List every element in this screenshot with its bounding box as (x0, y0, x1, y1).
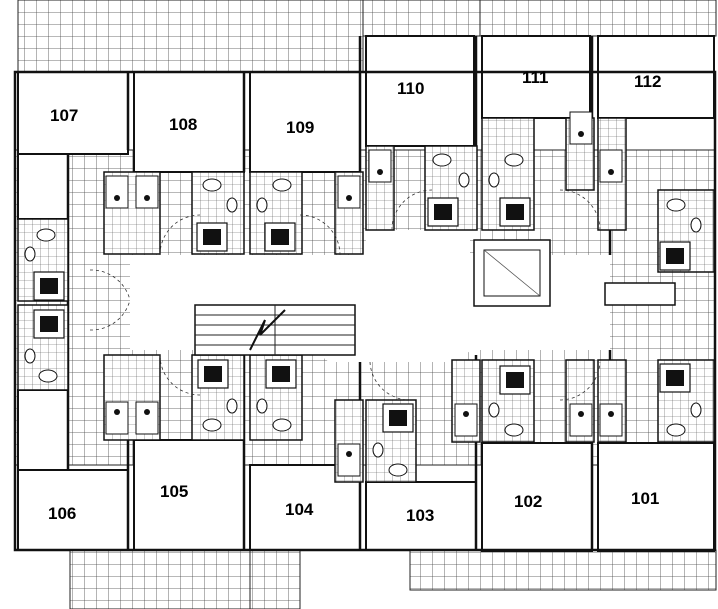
unit-label-102: 102 (514, 492, 542, 511)
room-106-upper (17, 389, 69, 471)
room-101 (597, 442, 715, 552)
terrace-top (17, 0, 717, 73)
sanitary-fixtures (24, 153, 702, 477)
unit-label-104: 104 (285, 500, 314, 519)
room-105 (133, 439, 245, 551)
unit-label-111: 111 (522, 68, 549, 87)
unit-labels: 107 108 109 110 111 112 106 105 104 103 … (48, 68, 661, 525)
units-top (17, 35, 715, 220)
terrace-bottom (69, 549, 717, 609)
room-107-lower (17, 153, 69, 220)
unit-label-109: 109 (286, 118, 314, 137)
room-112 (597, 35, 715, 119)
staircase (194, 304, 356, 356)
unit-label-106: 106 (48, 504, 76, 523)
room-106 (17, 469, 129, 551)
unit-label-107: 107 (50, 106, 78, 125)
door-swings (89, 189, 601, 401)
kitchen-counters (105, 111, 623, 477)
unit-label-103: 103 (406, 506, 434, 525)
room-102 (481, 442, 593, 552)
unit-label-112: 112 (634, 72, 661, 91)
unit-label-105: 105 (160, 482, 188, 501)
utility-box (604, 282, 676, 306)
shower-trays (33, 197, 691, 433)
unit-label-110: 110 (397, 79, 424, 98)
room-110 (365, 35, 475, 147)
unit-label-108: 108 (169, 115, 197, 134)
room-111 (481, 35, 591, 119)
elevator-shaft (473, 239, 551, 307)
unit-label-101: 101 (631, 489, 659, 508)
units-bottom (17, 389, 715, 552)
